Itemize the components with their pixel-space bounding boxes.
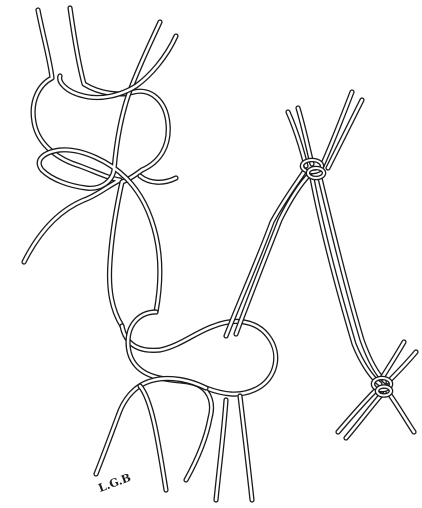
lower-middle-knot-group	[96, 312, 276, 500]
lower-right-knot-group	[338, 342, 416, 438]
upper-left-knot-group	[24, 8, 176, 326]
cord-j-inner	[240, 396, 252, 500]
diagonal-cords-group	[226, 172, 386, 384]
cord-m-outer	[236, 174, 310, 334]
cord-g-inner	[128, 312, 212, 480]
cord-x-inner	[388, 392, 414, 432]
cord-o-outer	[320, 178, 386, 382]
cord-u-inner	[388, 352, 416, 382]
cord-c-outer	[39, 22, 160, 312]
artist-initials: L.G.B	[97, 471, 133, 495]
cord-h-outer	[96, 378, 206, 474]
cord-k-outer	[140, 386, 166, 490]
cord-i-inner	[216, 400, 226, 500]
cord-a-inner	[24, 10, 120, 262]
upper-right-knot-group	[288, 92, 362, 178]
